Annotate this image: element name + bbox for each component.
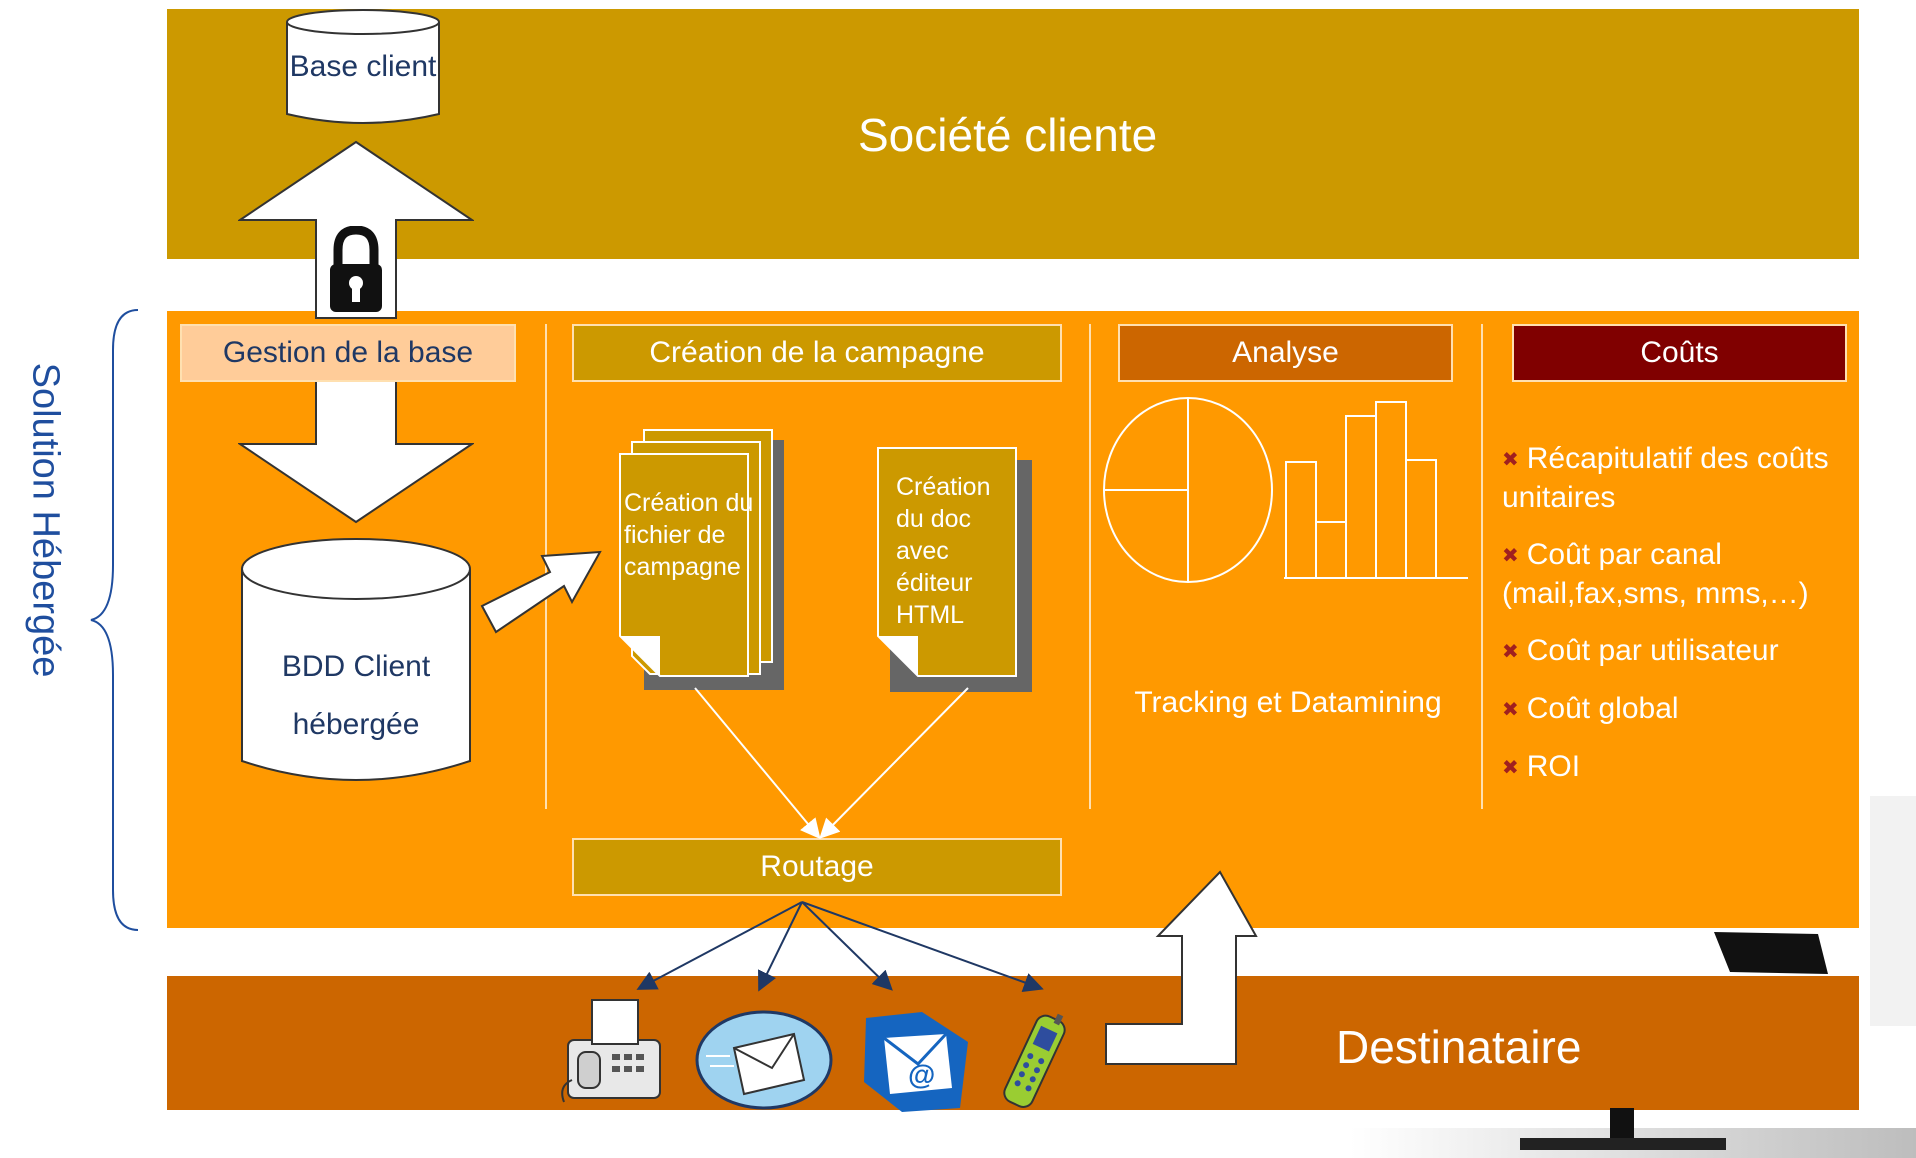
bdd-client-database-icon <box>241 538 471 781</box>
societe-cliente-title: Société cliente <box>858 109 1158 161</box>
creation-fichier-label: Création du fichier de campagne <box>624 489 754 581</box>
separator <box>1089 324 1091 809</box>
x-bullet-icon: ✖ <box>1502 699 1519 721</box>
separator <box>545 324 547 809</box>
x-bullet-icon: ✖ <box>1502 545 1519 567</box>
feedback-arrow-icon <box>1105 870 1258 1065</box>
creation-campagne-header: Création de la campagne <box>572 324 1062 382</box>
separator <box>1481 324 1483 809</box>
mobile-phone-icon <box>1003 1013 1066 1108</box>
base-client-database-icon <box>286 9 440 124</box>
base-client-label: Base client <box>289 50 437 83</box>
background-object <box>1714 932 1828 974</box>
cost-item: ✖Récapitulatif des coûts unitaires <box>1502 442 1829 514</box>
fax-icon <box>561 999 661 1103</box>
gestion-base-header: Gestion de la base <box>180 324 516 382</box>
x-bullet-icon: ✖ <box>1502 641 1519 663</box>
x-bullet-icon: ✖ <box>1502 757 1519 779</box>
cost-item: ✖ROI <box>1502 750 1581 783</box>
document-stack-icon <box>619 429 784 690</box>
routage-header: Routage <box>572 838 1062 896</box>
tracking-datamining-label: Tracking et Datamining <box>1134 686 1442 719</box>
pie-chart-icon <box>1103 397 1273 583</box>
mail-icon <box>695 1010 833 1110</box>
svg-text:@: @ <box>908 1059 935 1090</box>
bar-chart-icon <box>1284 401 1468 579</box>
monitor-stand-icon <box>1350 1108 1916 1158</box>
bdd-client-label: BDD Client <box>281 650 431 683</box>
analyse-header: Analyse <box>1118 324 1453 382</box>
bdd-client-sublabel: hébergée <box>292 708 420 741</box>
couts-header: Coûts <box>1512 324 1847 382</box>
background-monitor-edge <box>1870 796 1916 1026</box>
cost-item: ✖Coût par canal (mail,fax,sms, mms,…) <box>1502 538 1809 610</box>
cost-item: ✖Coût global <box>1502 692 1679 725</box>
creation-doc-html-label: Création du doc avec éditeur HTML <box>896 473 991 629</box>
diagonal-arrow-icon <box>480 550 602 634</box>
html-document-icon <box>877 447 1032 692</box>
destinataire-title: Destinataire <box>1336 1021 1582 1073</box>
x-bullet-icon: ✖ <box>1502 449 1519 471</box>
email-icon: @ <box>864 1012 968 1112</box>
cost-item: ✖Coût par utilisateur <box>1502 634 1779 667</box>
lock-icon <box>330 226 382 312</box>
brace-icon <box>90 309 139 931</box>
